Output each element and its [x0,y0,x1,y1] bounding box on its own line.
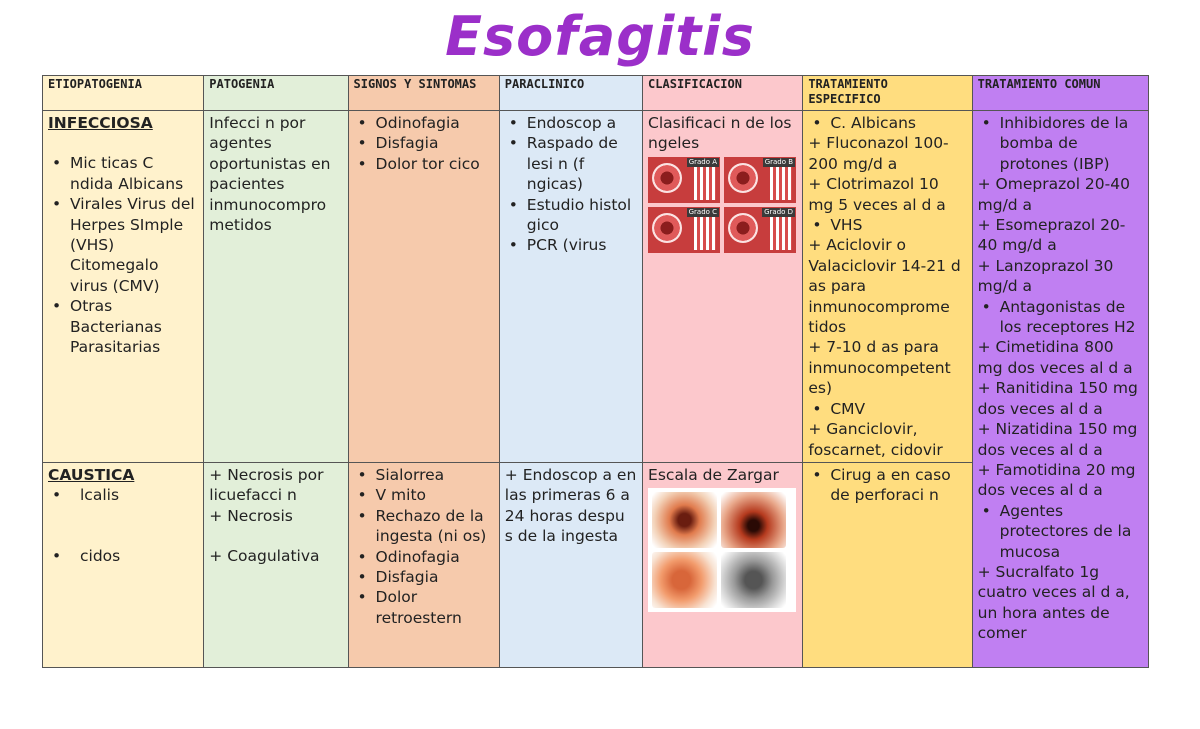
grade-b-image: Grado B [724,156,797,203]
cell-tratamiento-comun: Inhibidores de la bomba de protones (IBP… [971,110,1150,668]
grade-label: Grado A [686,157,720,167]
list-item: Endoscop a [509,113,637,134]
cell-tratamiento-especifico-caustica: Cirug a en caso de perforaci n [802,461,973,668]
etio-list: lcalis [48,485,198,506]
endoscopy-image [721,552,787,609]
comun-list: Agentes protectores de la mucosa [978,501,1143,562]
comun-list: Inhibidores de la bomba de protones (IBP… [978,113,1143,174]
esofagitis-table: ETIOPATOGENIA PATOGENIA SIGNOS Y SINTOMA… [41,75,1150,668]
list-item: Odinofagia [357,113,494,134]
list-item: cidos [52,546,198,567]
comun-line: + Omeprazol 20-40 mg/d a [977,175,1130,214]
cell-etio-caustica: CAUSTICA lcalis cidos [41,461,205,668]
signos-list: Odinofagia Disfagia Dolor tor cico [354,113,494,175]
tratamiento-line: + Fluconazol 100-200 mg/d a [808,134,949,173]
cell-signos-caustica: Sialorrea V mito Rechazo de la ingesta (… [347,461,500,668]
comun-line: + Famotidina 20 mg dos veces al d a [977,460,1136,500]
comun-line: + Nizatidina 150 mg dos veces al d a [977,420,1138,459]
header-paraclinico: PARACLINICO [498,75,644,111]
patogenia-line: + Necrosis por licuefacci n [209,465,324,505]
list-item: Raspado de lesi n (f ngicas) [509,133,637,194]
tratamiento-line: + Clotrimazol 10 mg 5 veces al d a [808,175,946,214]
tratamiento-list: CMV [808,399,966,420]
signos-list: Sialorrea V mito Rechazo de la ingesta (… [354,465,494,628]
cell-paraclinico-caustica: + Endoscop a en las primeras 6 a 24 hora… [498,461,644,668]
etio-list: Mic ticas C ndida Albicans Virales Virus… [48,153,198,357]
los-angeles-grades-image: Grado A Grado B Grado C Grado D [648,156,797,253]
list-item: CMV [812,399,966,420]
comun-line: + Cimetidina 800 mg dos veces al d a [977,338,1133,377]
endoscopy-image [721,492,787,549]
cell-clasificacion-caustica: Escala de Zargar [642,461,804,668]
comun-list: Antagonistas de los receptores H2 [978,297,1143,338]
comun-line: + Ranitidina 150 mg dos veces al d a [977,379,1138,418]
category-label: INFECCIOSA [48,114,153,132]
paraclinico-list: Endoscop a Raspado de lesi n (f ngicas) … [505,113,637,256]
list-item: C. Albicans [812,113,966,134]
comun-line: + Sucralfato 1g cuatro veces al d a, un … [977,562,1130,643]
grade-c-image: Grado C [648,206,721,253]
list-item: PCR (virus [509,235,637,256]
comun-line: + Esomeprazol 20-40 mg/d a [977,216,1126,255]
etio-list: cidos [48,546,198,567]
tratamiento-line: + Ganciclovir, foscarnet, cidovir [808,420,943,459]
header-tratamiento-especifico: TRATAMIENTO ESPECIFICO [802,75,973,111]
list-item: Cirug a en caso de perforaci n [812,465,966,506]
list-item: Dolor retroestern [357,587,494,628]
header-patogenia: PATOGENIA [203,75,349,111]
tratamiento-list: Cirug a en caso de perforaci n [808,465,966,506]
cell-patogenia-infecciosa: Infecci n por agentes oportunistas en pa… [203,110,349,463]
clasificacion-text: Clasificaci n de los ngeles [648,114,792,153]
patogenia-line: + Coagulativa [209,547,320,566]
cell-signos-infecciosa: Odinofagia Disfagia Dolor tor cico [347,110,500,463]
list-item: V mito [357,485,494,506]
table-header-row: ETIOPATOGENIA PATOGENIA SIGNOS Y SINTOMA… [41,75,1150,111]
header-clasificacion: CLASIFICACION [642,75,804,111]
list-item: Disfagia [357,567,494,588]
list-item: Agentes protectores de la mucosa [982,501,1143,562]
page-title: Esofagitis [445,5,755,68]
list-item: Inhibidores de la bomba de protones (IBP… [982,113,1143,174]
cell-clasificacion-infecciosa: Clasificaci n de los ngeles Grado A Grad… [642,110,804,463]
patogenia-line: + Necrosis [209,506,293,525]
list-item: lcalis [52,485,198,506]
list-item: Disfagia [357,133,494,154]
clasificacion-text: Escala de Zargar [648,465,779,484]
list-item: Dolor tor cico [357,154,494,175]
header-tratamiento-comun: TRATAMIENTO COMUN [971,75,1150,111]
tratamiento-line: + 7-10 d as para inmunocompetent es) [808,338,951,398]
table-row-caustica: CAUSTICA lcalis cidos + Necrosis por lic… [41,461,1149,668]
cell-tratamiento-especifico-infecciosa: C. Albicans + Fluconazol 100-200 mg/d a … [802,110,973,463]
list-item: Estudio histol gico [509,195,637,236]
grade-label: Grado B [762,157,796,167]
cell-patogenia-caustica: + Necrosis por licuefacci n + Necrosis +… [203,461,349,668]
grade-label: Grado D [762,207,796,217]
category-label: CAUSTICA [48,465,135,484]
list-item: Virales Virus del Herpes SImple (VHS) Ci… [52,194,198,296]
cell-etio-infecciosa: INFECCIOSA Mic ticas C ndida Albicans Vi… [41,110,205,463]
list-item: Odinofagia [357,547,494,568]
tratamiento-list: C. Albicans [808,113,966,134]
tratamiento-list: VHS [808,215,966,236]
cell-paraclinico-infecciosa: Endoscop a Raspado de lesi n (f ngicas) … [498,110,644,463]
zargar-endoscopy-image [648,488,797,613]
list-item: Rechazo de la ingesta (ni os) [357,506,494,547]
grade-label: Grado C [686,207,720,217]
list-item: Mic ticas C ndida Albicans [52,153,198,194]
list-item: Antagonistas de los receptores H2 [982,297,1143,338]
table-row-infecciosa: INFECCIOSA Mic ticas C ndida Albicans Vi… [41,110,1150,668]
endoscopy-image [652,492,718,549]
list-item: Sialorrea [357,465,494,486]
endoscopy-image [652,552,718,609]
tratamiento-line: + Aciclovir o Valaciclovir 14-21 d as pa… [808,236,961,337]
list-item: VHS [812,215,966,236]
header-signos: SIGNOS Y SINTOMAS [347,75,500,111]
header-etiopatogenia: ETIOPATOGENIA [41,75,205,111]
grade-a-image: Grado A [648,156,721,203]
grade-d-image: Grado D [724,206,797,253]
list-item: Otras Bacterianas Parasitarias [52,296,198,357]
comun-line: + Lanzoprazol 30 mg/d a [977,256,1114,296]
